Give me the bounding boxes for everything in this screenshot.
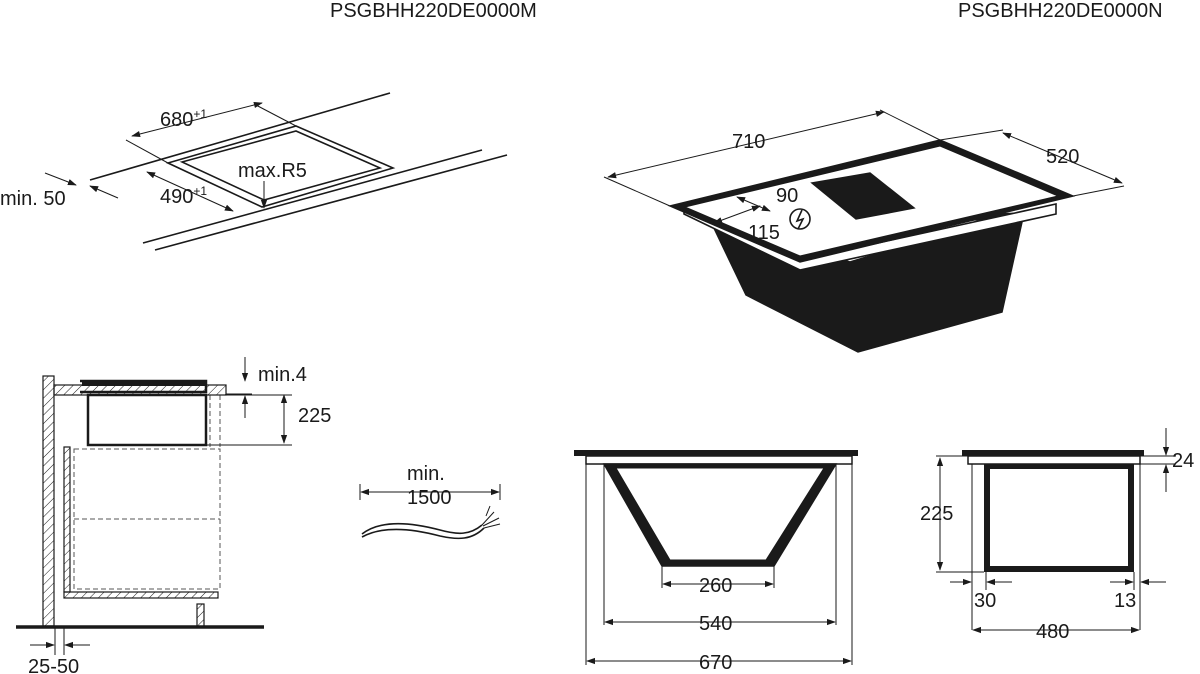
front-mid-label: 540 — [699, 613, 732, 635]
install-wall-gap-label: 25-50 — [28, 656, 79, 674]
cutout-radius-label: max.R5 — [238, 160, 307, 182]
cutout-edge-min-label: min. 50 — [0, 188, 66, 210]
model-label-left: PSGBHH220DE0000M — [330, 0, 537, 22]
side-depth-label: 480 — [1036, 621, 1069, 643]
side-height-label: 225 — [920, 503, 953, 525]
hob-length-label: 710 — [732, 131, 765, 153]
install-top-gap-label: min.4 — [258, 364, 307, 386]
hob-depth-label: 520 — [1046, 146, 1079, 168]
front-view — [574, 450, 858, 665]
side-top-label: 24 — [1172, 450, 1194, 472]
side-right-label: 13 — [1114, 590, 1136, 612]
hob-dim-b-label: 115 — [748, 222, 780, 244]
side-left-label: 30 — [974, 590, 996, 612]
model-label-right: PSGBHH220DE0000N — [958, 0, 1163, 22]
hob-dim-a-label: 90 — [776, 185, 798, 207]
install-height-label: 225 — [298, 405, 331, 427]
cutout-drawing — [44, 92, 508, 251]
cutout-width-label: 490+1 — [160, 184, 207, 208]
cutout-length-label: 680+1 — [160, 107, 207, 131]
front-bottom-label: 260 — [699, 575, 732, 597]
power-cable-drawing — [359, 484, 501, 540]
cable-min-value: 1500 — [407, 487, 452, 509]
side-view — [936, 428, 1176, 634]
installation-section — [16, 357, 292, 655]
hob-perspective — [603, 109, 1125, 353]
cable-min-label: min. — [407, 463, 445, 485]
front-total-label: 670 — [699, 652, 732, 674]
